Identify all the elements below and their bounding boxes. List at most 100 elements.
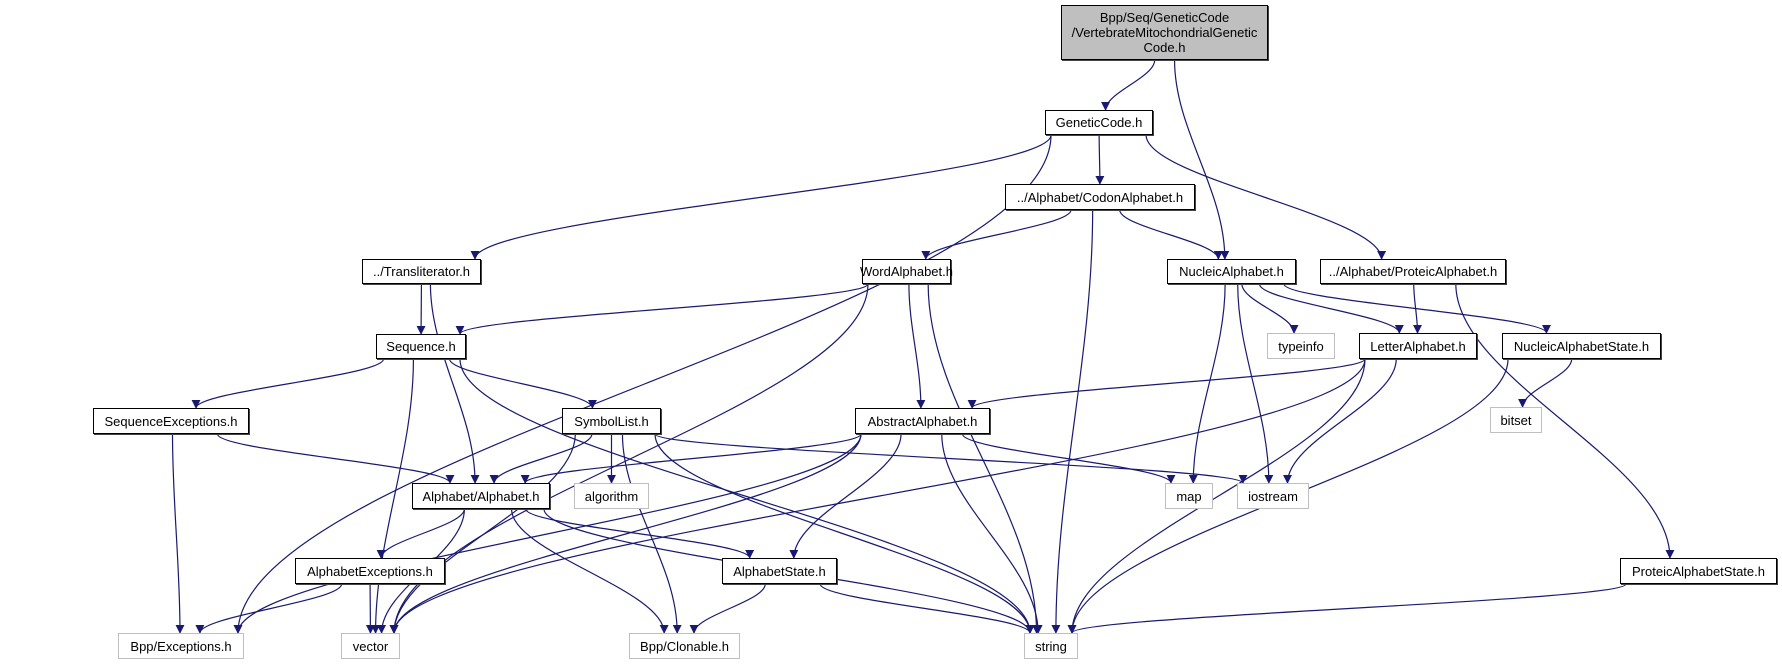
- edge-letteralphabet-to-vector: [389, 358, 1366, 634]
- node-alphabet[interactable]: Alphabet/Alphabet.h: [412, 483, 550, 509]
- edge-geneticcode-to-codonalphabet: [1095, 134, 1105, 185]
- edge-abstractalphabet-to-alphabet: [520, 433, 862, 484]
- edge-nucleicalphabet-to-iostream: [1237, 283, 1274, 484]
- node-alphabetstate[interactable]: AlphabetState.h: [722, 558, 837, 584]
- node-clonable: Bpp/Clonable.h: [629, 633, 740, 659]
- node-label: AlphabetState.h: [733, 563, 826, 579]
- node-letteralphabet[interactable]: LetterAlphabet.h: [1359, 333, 1477, 359]
- node-label: bitset: [1500, 412, 1532, 428]
- node-label: Bpp/Clonable.h: [640, 638, 729, 654]
- node-label: Alphabet/Alphabet.h: [422, 488, 540, 504]
- edge-root-to-geneticcode: [1101, 59, 1156, 111]
- edge-alphabet-to-alphabetstate: [525, 508, 755, 559]
- edge-sequenceexceptions-to-alphabet: [216, 433, 455, 484]
- edge-symbollist-to-string: [654, 433, 1035, 634]
- edge-nucleicalphabetstate-to-bitset: [1518, 358, 1573, 408]
- edge-codonalphabet-to-string: [1051, 209, 1094, 634]
- node-label: LetterAlphabet.h: [1370, 338, 1466, 354]
- edge-symbollist-to-clonable: [621, 433, 682, 634]
- node-transliterator[interactable]: ../Transliterator.h: [362, 259, 481, 284]
- node-label: NucleicAlphabet.h: [1179, 264, 1284, 279]
- edge-transliterator-to-alphabet: [429, 283, 480, 484]
- edge-geneticcode-to-transliterator: [470, 134, 1052, 260]
- node-label: GeneticCode.h: [1055, 115, 1143, 130]
- node-sequenceexceptions[interactable]: SequenceExceptions.h: [93, 408, 249, 434]
- node-label: typeinfo: [1278, 338, 1324, 354]
- node-label: iostream: [1248, 488, 1298, 504]
- node-sequence[interactable]: Sequence.h: [376, 334, 466, 359]
- node-label: map: [1176, 488, 1202, 504]
- node-vector: vector: [341, 633, 400, 659]
- edge-geneticcode-to-proteicalphabet: [1145, 134, 1387, 260]
- edge-symbollist-to-alphabet: [489, 433, 593, 484]
- node-label: SequenceExceptions.h: [104, 413, 238, 429]
- edge-nucleicalphabet-to-map: [1188, 283, 1226, 484]
- edge-nucleicalphabet-to-letteralphabet: [1258, 283, 1404, 334]
- node-label: algorithm: [584, 488, 639, 504]
- node-string: string: [1024, 633, 1078, 659]
- node-label: ProteicAlphabetState.h: [1632, 563, 1765, 579]
- node-iostream: iostream: [1237, 483, 1309, 509]
- node-proteicalphabet[interactable]: ../Alphabet/ProteicAlphabet.h: [1320, 259, 1506, 284]
- edge-alphabet-to-alphabetexceptions: [376, 508, 465, 559]
- node-label: WordAlphabet.h: [860, 264, 953, 279]
- edge-sequence-to-string: [459, 358, 1035, 634]
- edge-root-to-nucleicalphabet: [1173, 59, 1230, 260]
- edge-wordalphabet-to-sequence: [455, 283, 869, 335]
- node-abstractalphabet[interactable]: AbstractAlphabet.h: [855, 408, 990, 434]
- edge-alphabetstate-to-string: [819, 583, 1035, 634]
- edge-abstractalphabet-to-exceptions: [233, 433, 862, 634]
- edge-geneticcode-to-exceptions: [233, 134, 1052, 634]
- edge-sequence-to-symbollist: [448, 358, 597, 409]
- edge-sequence-to-sequenceexceptions: [191, 358, 385, 409]
- node-label: ../Alphabet/ProteicAlphabet.h: [1328, 264, 1498, 279]
- node-map: map: [1165, 483, 1213, 509]
- node-bitset: bitset: [1490, 407, 1542, 433]
- edge-alphabetstate-to-clonable: [689, 583, 766, 634]
- edge-abstractalphabet-to-alphabetstate: [789, 433, 902, 559]
- edge-alphabetexceptions-to-exceptions: [195, 583, 343, 634]
- node-wordalphabet[interactable]: WordAlphabet.h: [860, 259, 953, 284]
- node-label: AbstractAlphabet.h: [867, 413, 978, 429]
- edge-abstractalphabet-to-string: [941, 433, 1043, 634]
- edge-symbollist-to-vector: [389, 433, 576, 634]
- node-label: AlphabetExceptions.h: [307, 563, 433, 579]
- edge-letteralphabet-to-iostream: [1283, 358, 1397, 484]
- node-codonalphabet[interactable]: ../Alphabet/CodonAlphabet.h: [1005, 184, 1195, 210]
- node-label: NucleicAlphabetState.h: [1513, 338, 1650, 354]
- edge-letteralphabet-to-string: [1067, 358, 1366, 634]
- edge-codonalphabet-to-wordalphabet: [921, 209, 1072, 260]
- node-label: SymbolList.h: [574, 413, 649, 429]
- edge-wordalphabet-to-string: [927, 283, 1042, 634]
- edge-codonalphabet-to-nucleicalphabet: [1119, 209, 1223, 260]
- edge-alphabet-to-clonable: [510, 508, 669, 634]
- node-symbollist[interactable]: SymbolList.h: [562, 408, 661, 434]
- edge-nucleicalphabet-to-typeinfo: [1241, 283, 1299, 334]
- node-label: vector: [352, 638, 389, 654]
- edge-proteicalphabet-to-proteicalphabetstate: [1455, 283, 1675, 559]
- node-geneticcode[interactable]: GeneticCode.h: [1045, 110, 1153, 135]
- node-proteicalphabetstate[interactable]: ProteicAlphabetState.h: [1620, 558, 1777, 584]
- node-nucleicalphabet[interactable]: NucleicAlphabet.h: [1167, 259, 1296, 284]
- node-algorithm: algorithm: [574, 483, 649, 509]
- edge-symbollist-to-iostream: [654, 433, 1248, 484]
- edge-proteicalphabet-to-letteralphabet: [1412, 283, 1422, 334]
- edge-sequence-to-vector: [371, 358, 415, 634]
- node-label: ../Alphabet/CodonAlphabet.h: [1016, 189, 1184, 205]
- node-label: ../Transliterator.h: [372, 264, 471, 279]
- node-label: Bpp/Exceptions.h: [130, 638, 232, 654]
- edge-sequenceexceptions-to-exceptions: [171, 433, 185, 634]
- node-root[interactable]: Bpp/Seq/GeneticCode /VertebrateMitochond…: [1061, 5, 1268, 60]
- node-exceptions: Bpp/Exceptions.h: [118, 633, 244, 659]
- edge-abstractalphabet-to-vector: [389, 433, 862, 634]
- node-alphabetexceptions[interactable]: AlphabetExceptions.h: [295, 558, 445, 584]
- node-typeinfo: typeinfo: [1267, 333, 1335, 359]
- edge-wordalphabet-to-abstractalphabet: [908, 283, 926, 409]
- edge-proteicalphabetstate-to-string: [1067, 583, 1627, 634]
- edge-abstractalphabet-to-map: [961, 433, 1176, 484]
- node-label: string: [1035, 638, 1067, 654]
- edge-letteralphabet-to-abstractalphabet: [967, 358, 1366, 409]
- node-label: Bpp/Seq/GeneticCode /VertebrateMitochond…: [1071, 10, 1258, 55]
- node-nucleicalphabetstate[interactable]: NucleicAlphabetState.h: [1502, 333, 1661, 359]
